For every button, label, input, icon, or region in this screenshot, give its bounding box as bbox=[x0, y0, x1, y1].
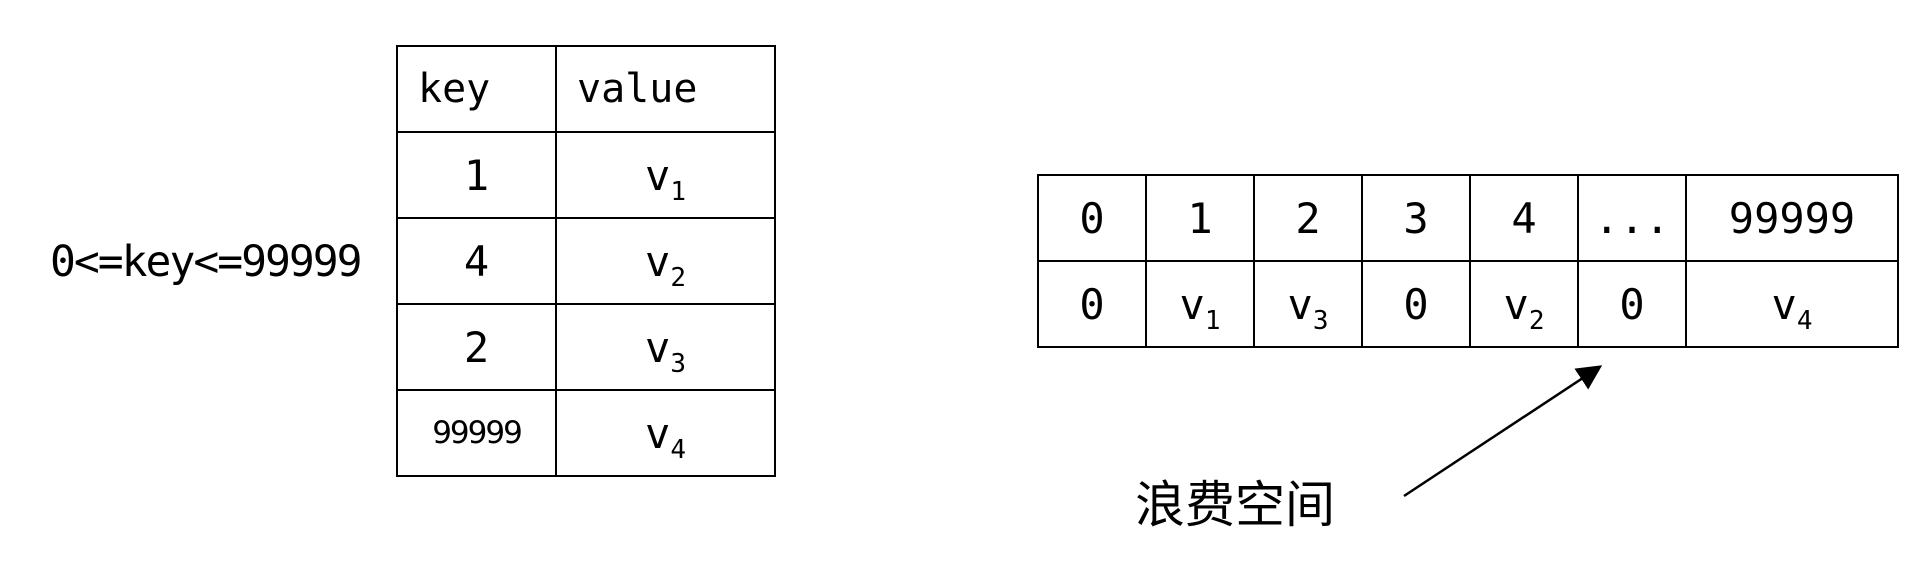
wasted-space-label: 浪费空间 bbox=[1135, 476, 1335, 534]
value-text: v bbox=[1179, 279, 1205, 329]
header-key: key bbox=[396, 45, 557, 133]
array-value-cell: v3 bbox=[1253, 260, 1363, 348]
array-table: 0 1 2 3 4 ... 99999 0 v1 v3 0 v2 0 v4 bbox=[1037, 174, 1899, 348]
table-row: 99999 v4 bbox=[396, 389, 776, 477]
value-cell: v4 bbox=[555, 389, 776, 477]
index-cell: ... bbox=[1577, 174, 1687, 262]
value-text: 0 bbox=[1079, 279, 1105, 329]
value-text: v bbox=[1771, 279, 1797, 329]
index-cell: 1 bbox=[1145, 174, 1255, 262]
table-row: 2 v3 bbox=[396, 303, 776, 391]
value-subscript: 2 bbox=[1528, 305, 1545, 336]
index-cell: 4 bbox=[1469, 174, 1579, 262]
table-row: 4 v2 bbox=[396, 217, 776, 305]
key-cell: 4 bbox=[396, 217, 557, 305]
table-row: 1 v1 bbox=[396, 131, 776, 219]
value-text: v bbox=[1503, 279, 1529, 329]
value-cell: v2 bbox=[555, 217, 776, 305]
value-subscript: 2 bbox=[670, 262, 686, 293]
index-cell: 0 bbox=[1037, 174, 1147, 262]
array-value-cell: v1 bbox=[1145, 260, 1255, 348]
value-text: v bbox=[645, 150, 671, 200]
value-subscript: 1 bbox=[1204, 305, 1221, 336]
array-value-cell: 0 bbox=[1361, 260, 1471, 348]
value-text: v bbox=[645, 236, 671, 286]
key-value-table: key value 1 v1 4 v2 2 v3 99999 v4 bbox=[396, 45, 776, 477]
annotation-arrow bbox=[1403, 365, 1603, 498]
value-subscript: 4 bbox=[670, 434, 686, 465]
value-text: v bbox=[645, 408, 671, 458]
array-value-cell: v4 bbox=[1685, 260, 1899, 348]
value-subscript: 4 bbox=[1796, 305, 1813, 336]
key-cell: 99999 bbox=[396, 389, 557, 477]
value-text: v bbox=[645, 322, 671, 372]
index-cell: 3 bbox=[1361, 174, 1471, 262]
value-subscript: 3 bbox=[670, 348, 686, 379]
value-text: 0 bbox=[1619, 279, 1645, 329]
key-cell: 2 bbox=[396, 303, 557, 391]
header-value: value bbox=[555, 45, 776, 133]
value-row: 0 v1 v3 0 v2 0 v4 bbox=[1037, 260, 1899, 348]
index-row: 0 1 2 3 4 ... 99999 bbox=[1037, 174, 1899, 262]
value-cell: v1 bbox=[555, 131, 776, 219]
array-value-cell: 0 bbox=[1037, 260, 1147, 348]
array-value-cell: v2 bbox=[1469, 260, 1579, 348]
value-subscript: 1 bbox=[670, 176, 686, 207]
array-value-cell: 0 bbox=[1577, 260, 1687, 348]
key-range-label: 0<=key<=99999 bbox=[50, 237, 363, 287]
value-text: v bbox=[1287, 279, 1313, 329]
value-cell: v3 bbox=[555, 303, 776, 391]
index-cell: 2 bbox=[1253, 174, 1363, 262]
table-header-row: key value bbox=[396, 45, 776, 133]
key-cell: 1 bbox=[396, 131, 557, 219]
value-text: 0 bbox=[1403, 279, 1429, 329]
value-subscript: 3 bbox=[1312, 305, 1329, 336]
index-cell: 99999 bbox=[1685, 174, 1899, 262]
